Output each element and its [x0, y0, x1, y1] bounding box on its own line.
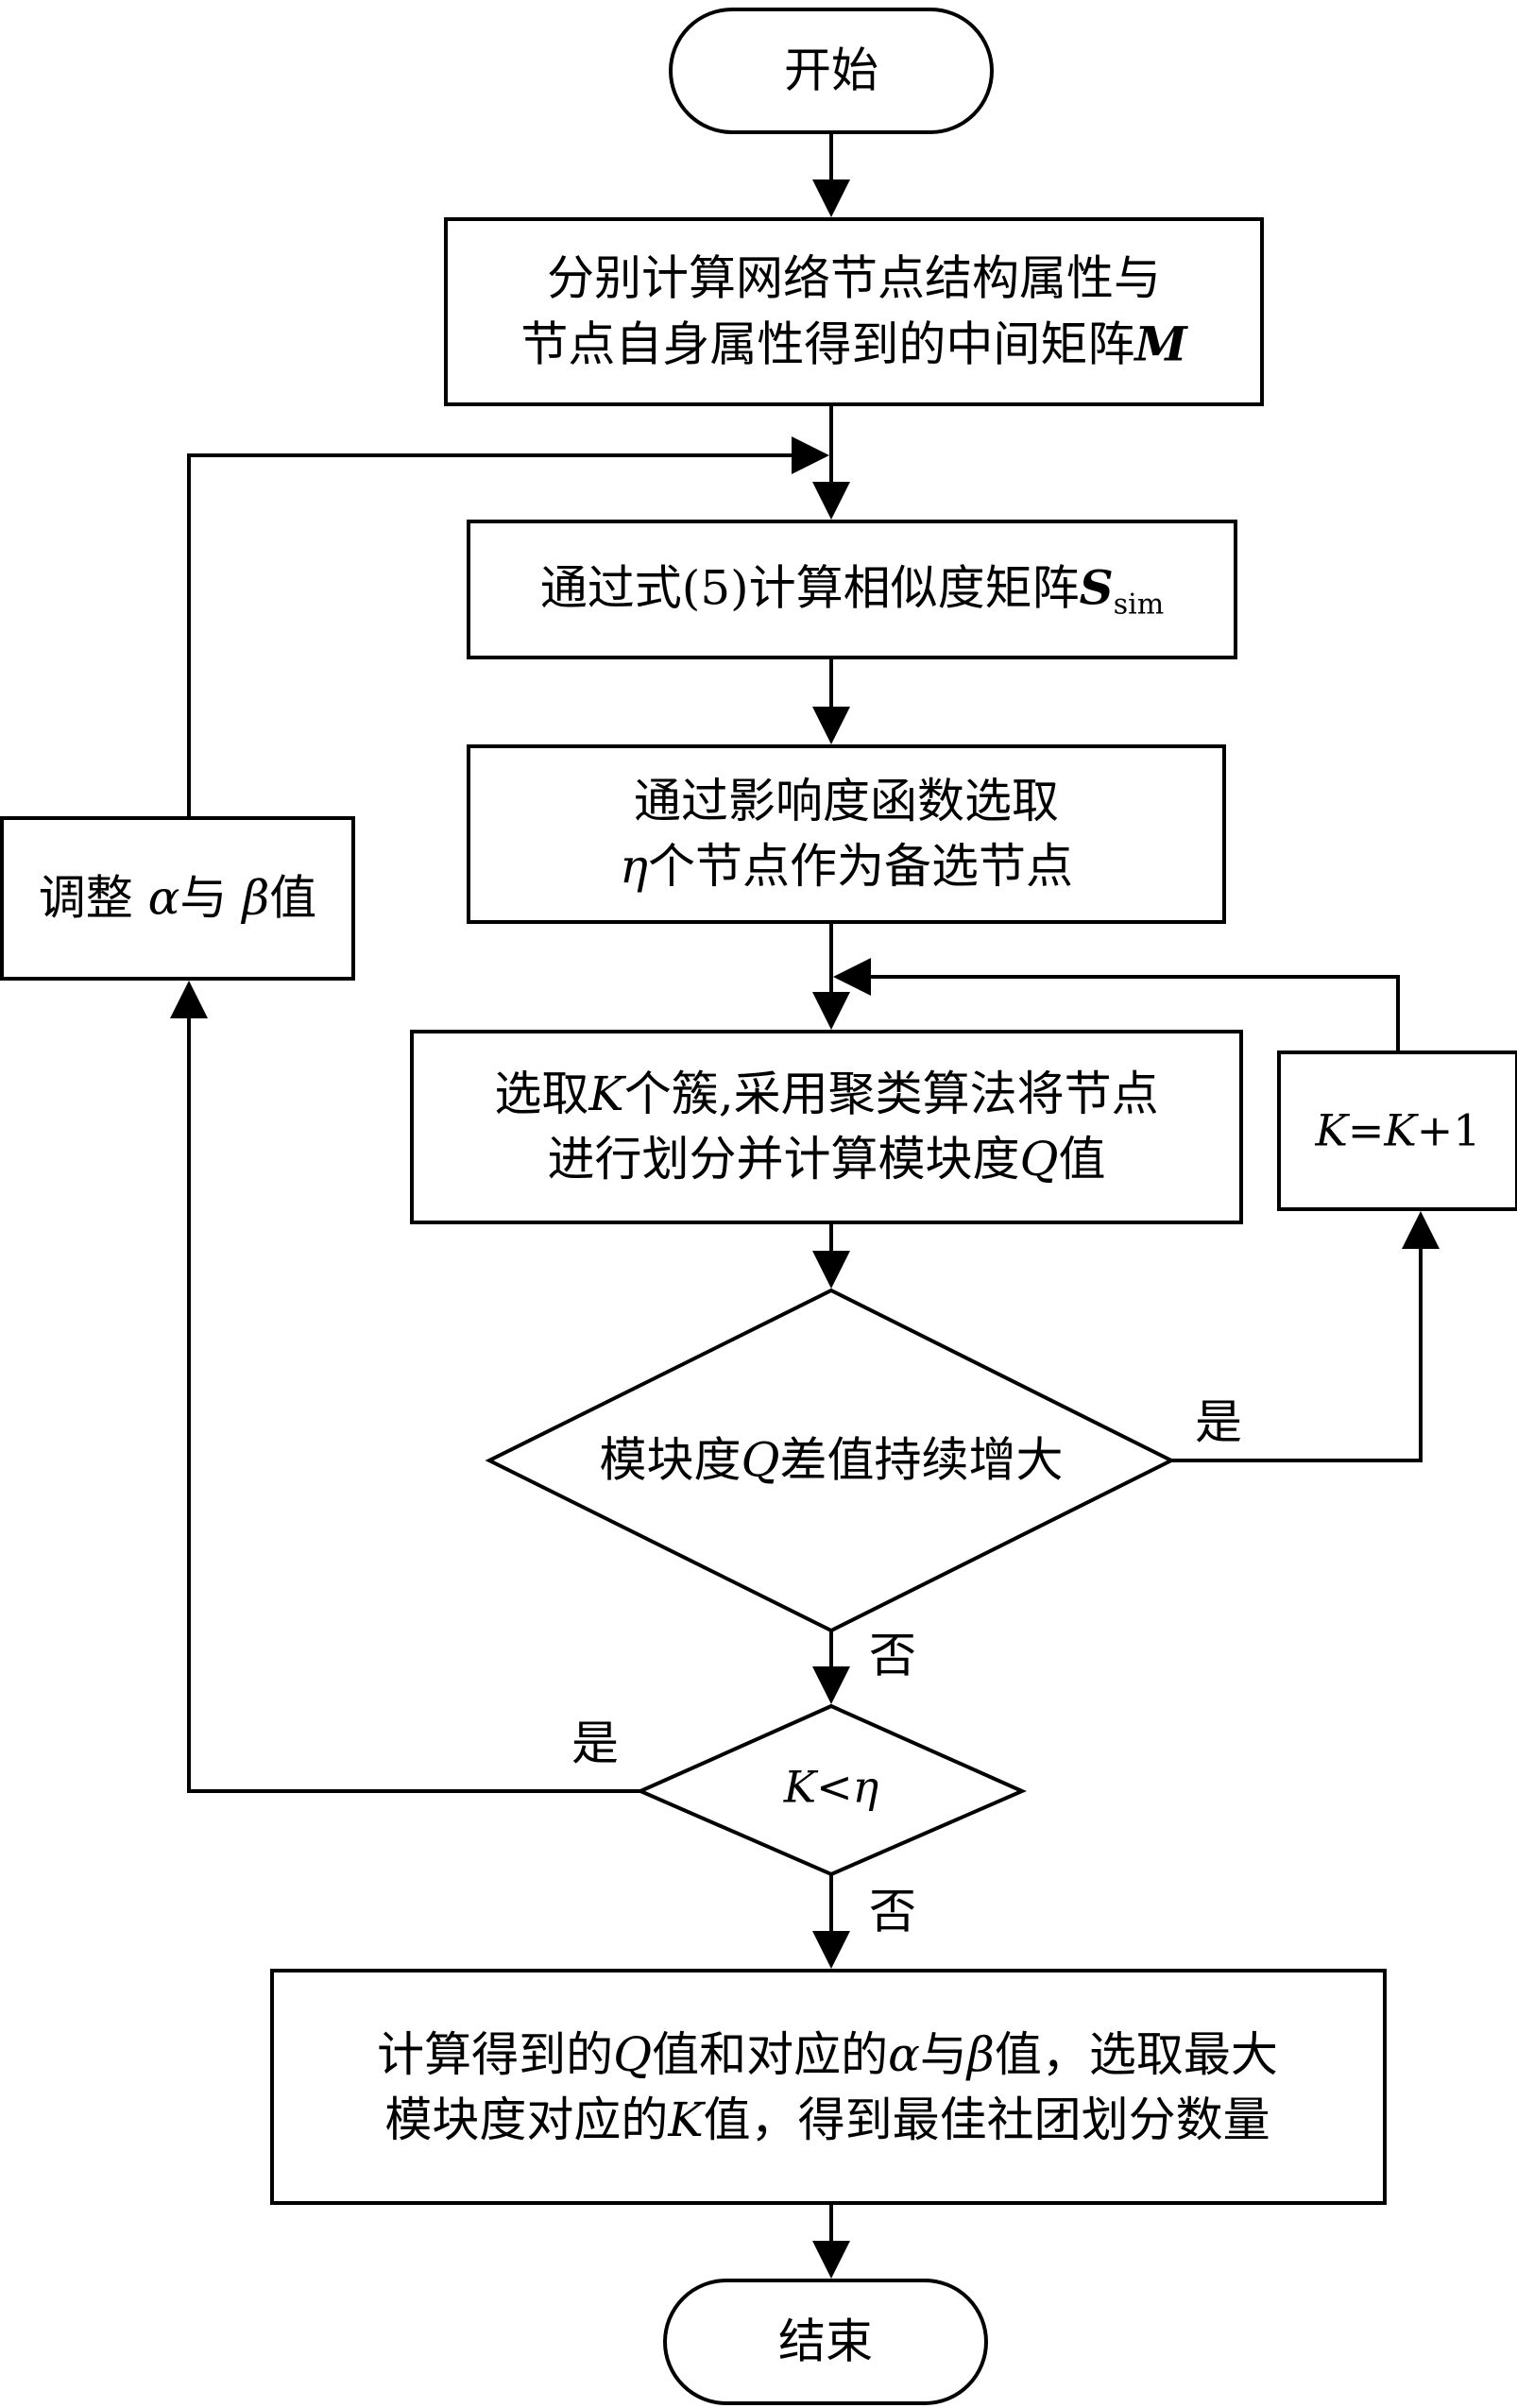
- final-line2: 模块度对应的K值，得到最佳社团划分数量: [377, 2088, 1278, 2153]
- adjust-text-a: 调整: [38, 870, 148, 926]
- step2-text: 通过式(5)计算相似度矩阵: [539, 560, 1080, 616]
- step4-line2-b: 值: [1058, 1132, 1106, 1187]
- end-terminal: [663, 2279, 988, 2405]
- final-result-box: [270, 1969, 1387, 2205]
- final-beta: β: [966, 2027, 995, 2082]
- k-var: K: [588, 1067, 624, 1121]
- arrow-increment-loop: [833, 958, 1400, 1052]
- final-line1: 计算得到的Q值和对应的α与β值，选取最大: [377, 2023, 1278, 2088]
- dec1-a: 模块度: [599, 1432, 741, 1488]
- final-l1-d: 值，选取最大: [994, 2027, 1278, 2082]
- step-compute-matrix-label: 分别计算网络节点结构属性与 节点自身属性得到的中间矩阵M: [520, 247, 1186, 378]
- step-cluster-label: 选取K个簇,采用聚类算法将节点 进行划分并计算模块度Q值: [494, 1062, 1158, 1192]
- step3-line2: η个节点作为备选节点: [620, 834, 1073, 899]
- inc-eq: =: [1347, 1104, 1385, 1156]
- step-cluster-box: [410, 1030, 1243, 1224]
- yes-label-decision1: 是: [1195, 1394, 1242, 1450]
- no-label-decision1: 否: [869, 1628, 916, 1683]
- end-label: 结束: [778, 2314, 873, 2369]
- step3-line1: 通过影响度函数选取: [634, 774, 1059, 828]
- final-result-label: 计算得到的Q值和对应的α与β值，选取最大 模块度对应的K值，得到最佳社团划分数量: [377, 2023, 1278, 2153]
- step1-line2-text: 节点自身属性得到的中间矩阵: [520, 316, 1135, 372]
- step4-line2-a: 进行划分并计算模块度: [547, 1132, 1020, 1187]
- dec2-op: <: [816, 1761, 853, 1813]
- final-l2-a: 模块度对应的: [384, 2092, 669, 2147]
- beta-var: β: [242, 870, 270, 926]
- adjust-text-mid: 与: [179, 870, 243, 926]
- arrow-decision1-increment: [1171, 1211, 1440, 1462]
- inc-tail: +1: [1416, 1104, 1481, 1156]
- adjust-text-b: 值: [269, 870, 317, 926]
- final-l1-c: 与: [919, 2027, 967, 2082]
- arrow-decision2-adjust: [170, 981, 640, 1793]
- final-q: Q: [613, 2027, 653, 2082]
- dec1-q: Q: [741, 1432, 780, 1488]
- decision-k-label: K<η: [784, 1757, 878, 1817]
- step3-line2-text: 个节点作为备选节点: [647, 839, 1073, 894]
- matrix-m-var: M: [1134, 316, 1187, 372]
- step-similarity-box: [467, 520, 1237, 659]
- step4-line1-a: 选取: [494, 1067, 589, 1121]
- decision-q-label: 模块度Q差值持续增大: [600, 1428, 1064, 1494]
- eta-var: η: [620, 839, 648, 894]
- no-label-decision2: 否: [869, 1884, 916, 1939]
- step4-line1: 选取K个簇,采用聚类算法将节点: [494, 1062, 1158, 1127]
- step-similarity-label: 通过式(5)计算相似度矩阵Ssim: [540, 555, 1164, 623]
- step4-line2: 进行划分并计算模块度Q值: [494, 1127, 1158, 1192]
- matrix-s-var: S: [1079, 559, 1114, 616]
- q-var: Q: [1019, 1132, 1059, 1187]
- dec2-k: K: [783, 1761, 817, 1813]
- adjust-params-box: [0, 816, 355, 981]
- step1-line2: 节点自身属性得到的中间矩阵M: [520, 312, 1186, 378]
- alpha-var: α: [147, 870, 180, 926]
- final-l1-b: 值和对应的: [652, 2027, 889, 2082]
- final-l1-a: 计算得到的: [377, 2027, 614, 2082]
- dec1-b: 差值持续增大: [779, 1432, 1064, 1488]
- matrix-s-subscript: sim: [1113, 588, 1165, 622]
- step-select-candidates-box: [467, 744, 1226, 924]
- start-label: 开始: [784, 43, 878, 98]
- final-alpha: α: [888, 2027, 920, 2082]
- step-select-candidates-label: 通过影响度函数选取 η个节点作为备选节点: [620, 769, 1073, 899]
- yes-label-decision2: 是: [571, 1716, 619, 1771]
- arrow-adjust-loop: [187, 436, 829, 818]
- final-l2-b: 值，得到最佳社团划分数量: [703, 2092, 1270, 2147]
- connectors: [170, 132, 1440, 2279]
- final-k: K: [668, 2092, 704, 2147]
- increment-k-label: K=K+1: [1315, 1101, 1480, 1160]
- step4-line1-b: 个簇,采用聚类算法将节点: [623, 1067, 1159, 1121]
- inc-k-a: K: [1315, 1104, 1348, 1156]
- step-compute-matrix-box: [444, 217, 1264, 406]
- dec2-eta: η: [852, 1761, 879, 1813]
- step1-line1: 分别计算网络节点结构属性与: [546, 250, 1161, 306]
- adjust-params-label: 调整 α与 β值: [39, 866, 316, 931]
- inc-k-b: K: [1384, 1104, 1417, 1156]
